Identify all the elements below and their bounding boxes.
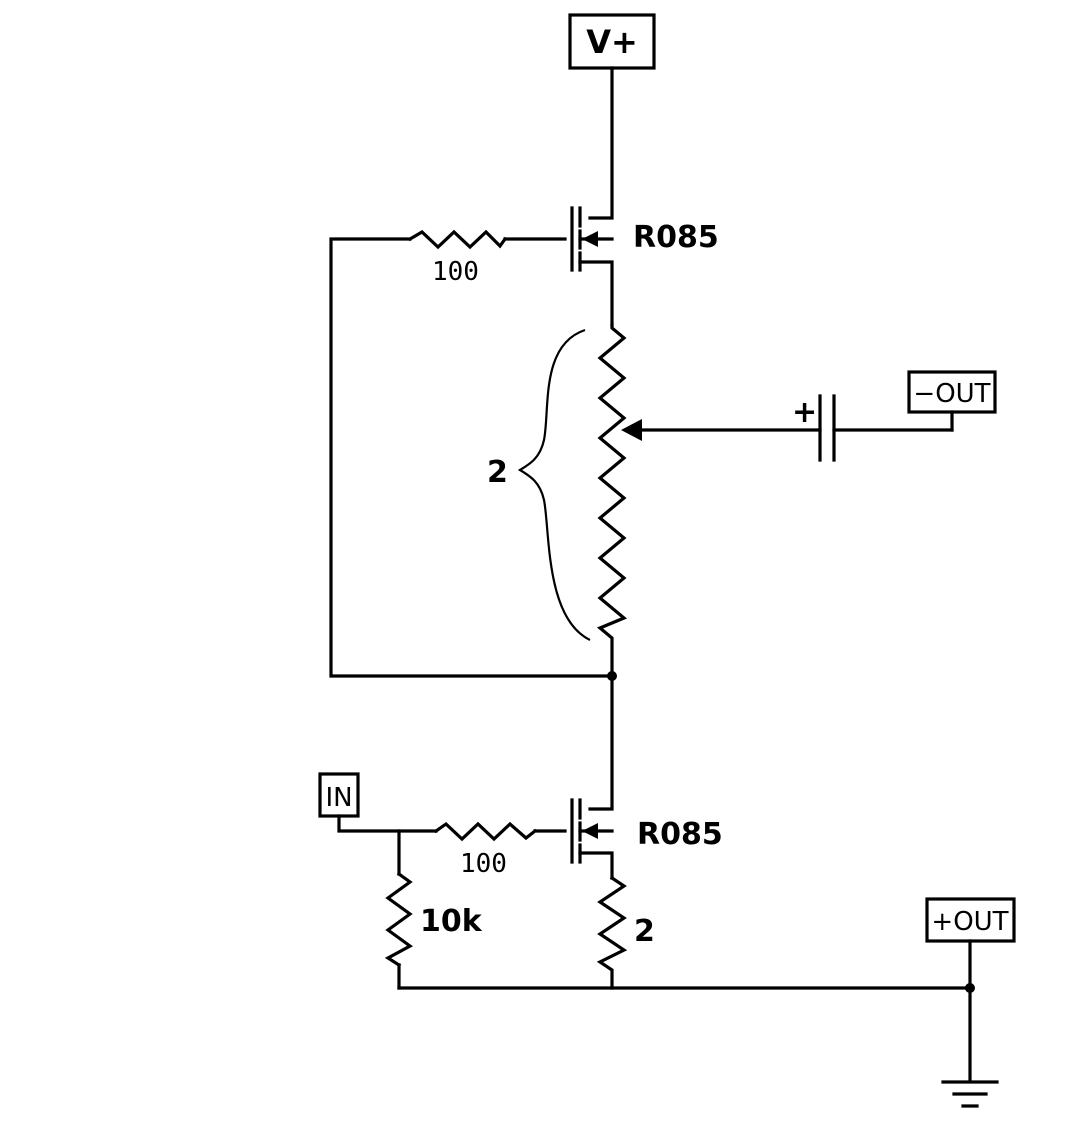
capacitor-icon [818,394,954,462]
top-mosfet-icon [570,206,614,327]
wire-top-gate-loop [329,237,614,678]
top-gate-resistor-label: 100 [432,257,479,287]
bottom-mosfet-icon [570,798,614,880]
minus-out-label: −OUT [913,379,990,409]
curly-brace-icon [517,328,591,641]
capacitor-polarity-label: + [792,395,817,430]
bottom-gate-resistor-label: 100 [460,849,507,879]
top-resistor-string-icon [596,323,628,678]
bottom-source-resistor-label: 2 [634,914,655,949]
wire-vplus-to-drain [588,66,614,220]
string-bracket-label: 2 [487,455,508,490]
vplus-label: V+ [586,23,638,61]
wire-mid-to-bottom-drain [588,674,614,811]
vplus-port: V+ [568,13,656,70]
wire-input-to-gate [337,814,567,833]
top-gate-resistor-icon [407,229,508,250]
bottom-gate-resistor-icon [433,821,538,842]
plus-out-port: +OUT [925,897,1016,943]
minus-out-port: −OUT [907,370,997,414]
top-mosfet-label: R085 [633,220,719,255]
pulldown-resistor-icon [384,871,413,968]
ground-icon [941,1080,999,1108]
potentiometer-wiper-icon [621,419,822,441]
bottom-source-resistor-icon [596,875,628,990]
bottom-mosfet-label: R085 [637,817,723,852]
plus-out-label: +OUT [931,907,1008,937]
input-label: IN [325,783,352,813]
input-port: IN [318,772,360,818]
pulldown-resistor-label: 10k [420,904,483,939]
